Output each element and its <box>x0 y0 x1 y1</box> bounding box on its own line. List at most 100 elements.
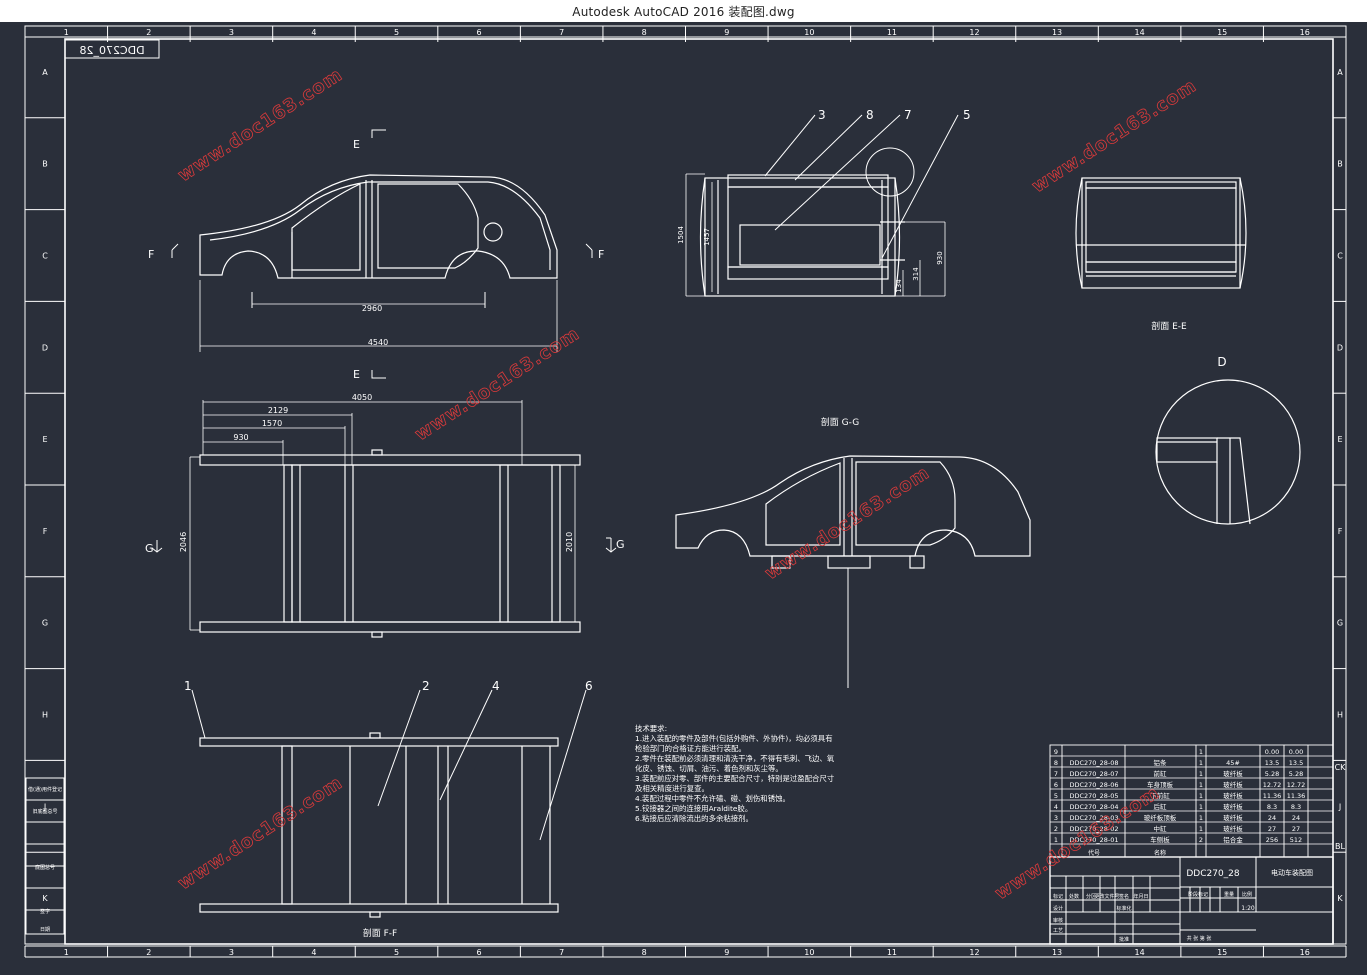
bom-cell-code: DDC270_28-07 <box>1069 770 1118 778</box>
strip-label: 旧底图总号 <box>32 808 57 815</box>
bom-cell-name: 中缸 <box>1154 824 1168 833</box>
tb-label: 处数 <box>1069 893 1079 900</box>
strip-label: 借(通)用件登记 <box>28 786 62 793</box>
strip-label: 签字 <box>40 908 50 915</box>
bom-cell-qty: 1 <box>1199 759 1203 767</box>
row-label: A <box>1337 68 1343 77</box>
tb-label: 标记 <box>1053 893 1063 900</box>
row-label: C <box>1337 252 1343 261</box>
dim-930: 930 <box>233 433 248 442</box>
column-label: 14 <box>1135 28 1145 37</box>
bom-header-code: 代号 <box>1088 849 1100 857</box>
tb-label: 分区 <box>1086 893 1096 900</box>
column-label: 7 <box>559 28 564 37</box>
bom-cell-name: 车身顶板 <box>1147 780 1174 789</box>
note-line: 2.零件在装配前必须清理和清洗干净，不得有毛刺、飞边、氧 <box>635 754 835 763</box>
column-label: 11 <box>887 948 897 957</box>
row-label: J <box>43 802 46 811</box>
bom-cell-name: 玻纤板顶板 <box>1144 813 1177 822</box>
dim-width-left: 2046 <box>179 532 188 552</box>
note-line: 3.装配前应对零、部件的主要配合尺寸，特别是过盈配合尺寸 <box>635 774 834 783</box>
bom-cell-mat: 玻纤板 <box>1223 813 1243 822</box>
column-label: 9 <box>724 948 729 957</box>
mirrored-drawing-number: DDC270_28 <box>79 44 144 57</box>
column-label: 12 <box>969 948 979 957</box>
fuel-cap <box>483 222 503 242</box>
row-label: G <box>42 619 48 628</box>
row-label: H <box>1337 711 1343 720</box>
bom-cell-w2: 11.36 <box>1287 792 1306 800</box>
column-label: 11 <box>887 28 897 37</box>
column-label: 16 <box>1300 948 1310 957</box>
note-line: 6.粘接后应清除流出的多余粘接剂。 <box>635 814 753 823</box>
column-label: 8 <box>642 948 647 957</box>
section-ee-caption: 剖面 E-E <box>1151 320 1187 332</box>
balloon-1: 1 <box>184 679 192 693</box>
tb-label: 工艺 <box>1053 928 1063 934</box>
tb-label: 共 张 第 张 <box>1187 935 1212 942</box>
frame-mark-bl: BL <box>1335 842 1345 851</box>
column-label: 1 <box>64 28 69 37</box>
bom-cell-w1: 8.3 <box>1267 803 1277 811</box>
column-label: 12 <box>969 28 979 37</box>
detail-d-label: D <box>1217 355 1226 369</box>
title-block <box>1049 856 1334 945</box>
bom-cell-mat: 玻纤板 <box>1223 824 1243 833</box>
bom-cell-w1: 12.72 <box>1263 781 1282 789</box>
bom-cell-w1: 27 <box>1268 825 1276 833</box>
bom-cell-w2: 12.72 <box>1287 781 1306 789</box>
gg-body-outline <box>675 455 1031 557</box>
bom-cell-mat: 玻纤板 <box>1223 791 1243 800</box>
strip-label: 日期 <box>40 927 50 933</box>
bom-cell-name: 车侧板 <box>1150 835 1170 844</box>
balloon-6: 6 <box>585 679 593 693</box>
bom-cell-no: 3 <box>1054 814 1058 822</box>
bom-cell-mat: 铝合金 <box>1223 835 1243 844</box>
dim-1570: 1570 <box>262 419 282 428</box>
top-view <box>151 400 617 638</box>
bom-cell-w2: 512 <box>1290 836 1302 844</box>
column-label: 10 <box>804 28 814 37</box>
row-label: F <box>1338 527 1343 536</box>
bom-cell-name: 前缸 <box>1154 769 1168 778</box>
row-label: B <box>42 160 48 169</box>
dim-1457: 1457 <box>703 228 711 246</box>
window-title: Autodesk AutoCAD 2016 装配图.dwg <box>572 5 795 19</box>
balloon-5: 5 <box>963 108 971 122</box>
strip-label: 底图总号 <box>35 864 55 871</box>
dim-length: 4540 <box>368 338 388 347</box>
bom-cell-w2: 27 <box>1292 825 1300 833</box>
column-label: 13 <box>1052 28 1062 37</box>
bom-cell-w1: 0.00 <box>1265 748 1279 756</box>
column-label: 9 <box>724 28 729 37</box>
front-view <box>685 114 959 297</box>
column-label: 4 <box>311 948 316 957</box>
column-label: 1 <box>64 948 69 957</box>
title-drawing-number: DDC270_28 <box>1186 869 1240 879</box>
bom-cell-w1: 24 <box>1268 814 1276 822</box>
section-label-f-right: F <box>598 248 604 261</box>
row-label: E <box>1337 435 1342 444</box>
column-label: 5 <box>394 28 399 37</box>
title-scale: 1:20 <box>1241 905 1255 912</box>
tb-label: 设计 <box>1053 905 1063 912</box>
tb-label: 年月日 <box>1133 893 1148 900</box>
section-gg-caption: 剖面 G-G <box>821 416 859 428</box>
title-drawing-name: 电动车装配图 <box>1271 868 1313 877</box>
column-label: 6 <box>477 948 482 957</box>
column-label: 16 <box>1300 28 1310 37</box>
left-strip-table <box>25 777 65 935</box>
dim-width-right: 2010 <box>565 532 574 552</box>
tb-label: 签名 <box>1119 893 1129 900</box>
bom-cell-w2: 8.3 <box>1291 803 1301 811</box>
column-label: 3 <box>229 948 234 957</box>
row-label: G <box>1337 619 1343 628</box>
dim-4050: 4050 <box>352 393 372 402</box>
